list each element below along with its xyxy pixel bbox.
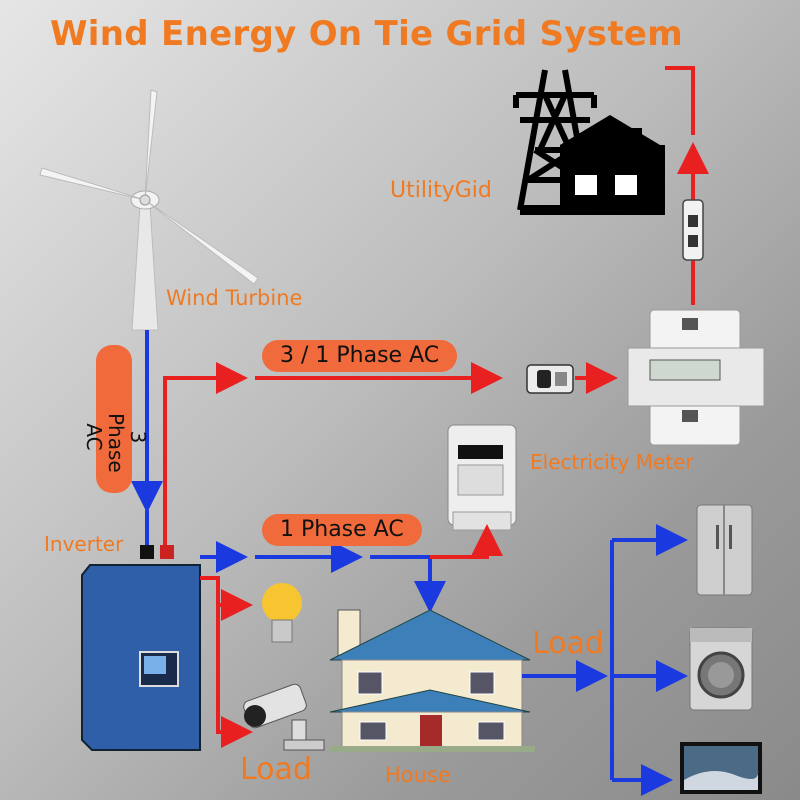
diagram-title: Wind Energy On Tie Grid System [50, 14, 683, 54]
tv-icon [680, 742, 762, 794]
house-icon [520, 115, 665, 215]
connector-icon [682, 199, 704, 261]
load-label-bottom: Load [240, 752, 312, 787]
house-label: House [385, 763, 451, 787]
one-phase-ac-pill: 1 Phase AC [262, 514, 422, 546]
utility-grid-label: UtilityGid [390, 178, 492, 203]
electricity-meter-label: Electricity Meter [530, 450, 694, 474]
meter-icon [627, 309, 765, 446]
wind-turbine-icon [39, 89, 259, 331]
bulb-icon [262, 583, 302, 643]
electricity-meter-icon [447, 424, 517, 531]
house-icon [329, 609, 535, 752]
inverter-label: Inverter [44, 532, 124, 556]
camera-icon [243, 683, 325, 751]
connector-icon [526, 364, 574, 394]
three-phase-ac-pill [96, 345, 132, 493]
three-one-phase-ac-pill: 3 / 1 Phase AC [262, 340, 458, 372]
fridge-icon [696, 504, 753, 596]
inverter-icon [81, 545, 201, 751]
wind-turbine-label: Wind Turbine [166, 286, 303, 310]
three-phase-ac-label: 3 Phase AC [82, 413, 150, 473]
washer-icon [689, 627, 753, 711]
load-label-right: Load [532, 626, 604, 661]
